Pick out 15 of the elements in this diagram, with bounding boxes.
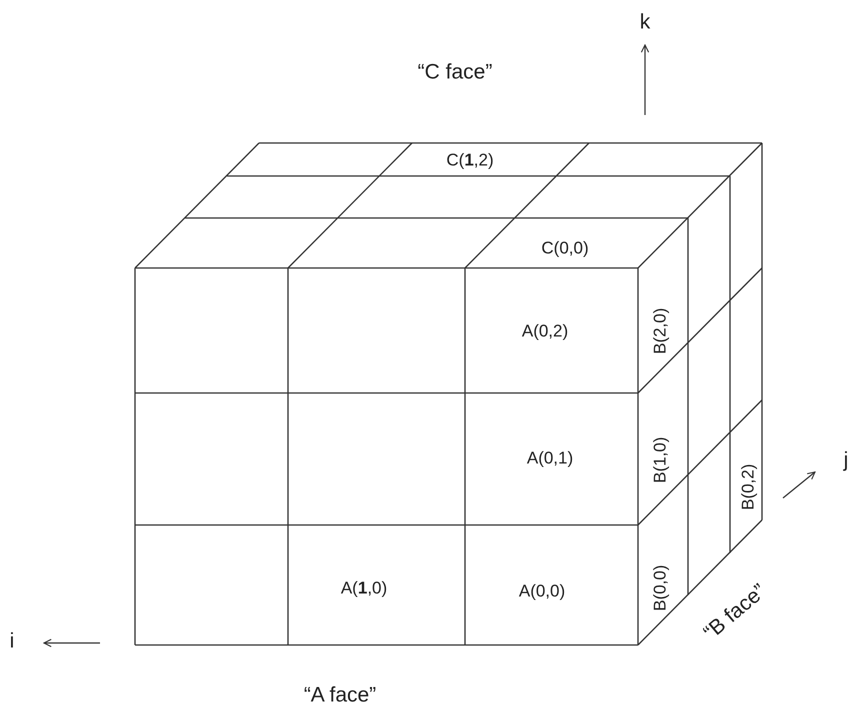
- cell-label: A(1,0): [340, 580, 388, 596]
- cell-label: C(0,0): [541, 240, 589, 256]
- cell-label: A(0,0): [518, 582, 566, 600]
- face-label: “C face”: [418, 62, 492, 82]
- axis-label: i: [10, 630, 14, 652]
- axis-label: k: [640, 12, 650, 32]
- cell-label: B(0,0): [652, 564, 668, 612]
- axis-label: j: [844, 450, 848, 470]
- face-label: “A face”: [304, 684, 376, 706]
- cell-label: B(2,0): [652, 308, 668, 354]
- cell-label: A(0,2): [522, 322, 568, 340]
- cell-label: A(0,1): [526, 450, 574, 466]
- cell-label: B(1,0): [652, 436, 668, 484]
- cell-label: C(1,2): [446, 152, 494, 168]
- cell-label: B(0,2): [740, 464, 756, 510]
